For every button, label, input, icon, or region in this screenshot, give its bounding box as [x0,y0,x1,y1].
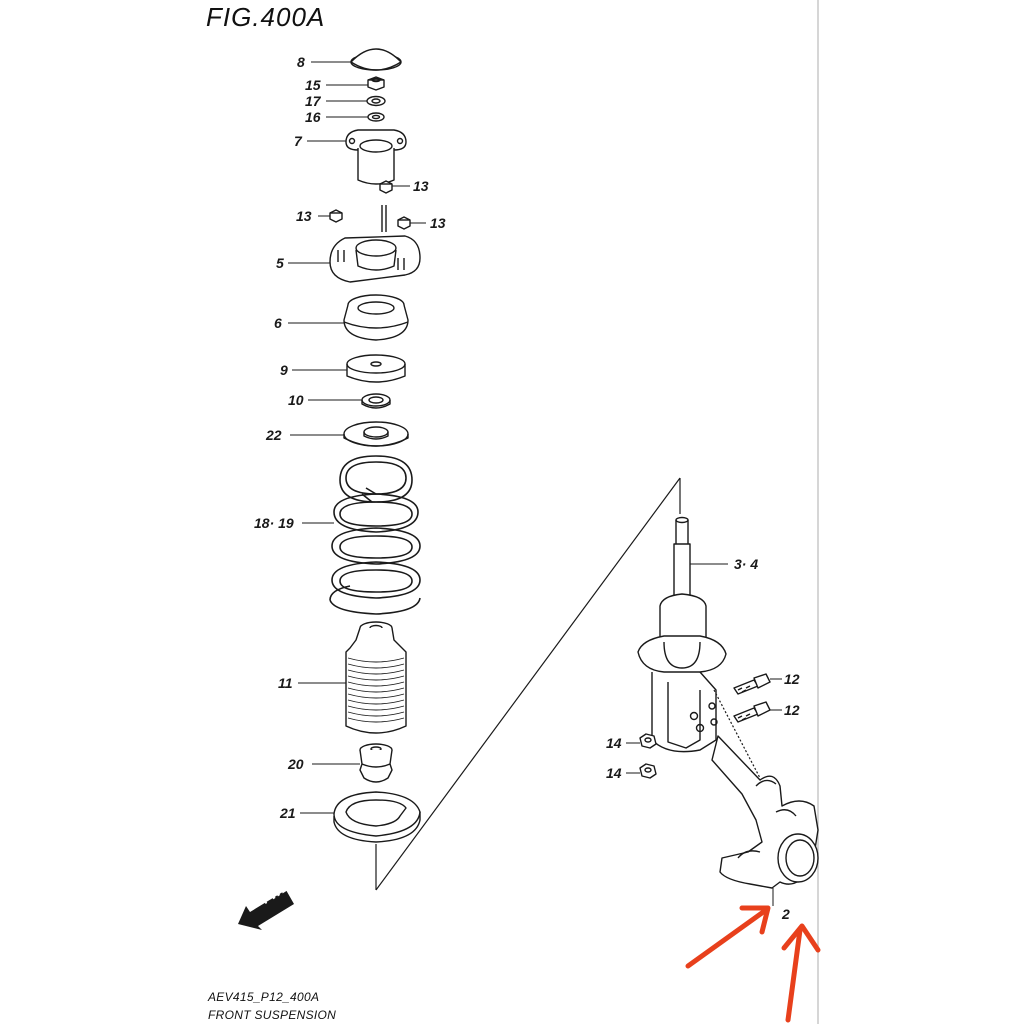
callout-2: 2 [782,906,790,922]
part-5-strut-mount [329,205,421,283]
part-17-washer [366,95,386,107]
part-9-pad [346,354,406,383]
callout-13-right: 13 [430,215,446,231]
callout-14-lower: 14 [606,765,622,781]
callout-20: 20 [288,756,304,772]
callout-7: 7 [294,133,302,149]
part-13-nut-top [379,180,393,194]
part-2-steering-knuckle [711,735,819,889]
callout-5: 5 [276,255,284,271]
part-12-bolt-lower [733,701,771,723]
callout-6: 6 [274,315,282,331]
callout-9: 9 [280,362,288,378]
part-11-dust-boot [345,621,407,734]
part-13-nut-left [329,209,343,223]
red-annotation-arrows [685,905,821,1023]
callout-15: 15 [305,77,321,93]
figure-name: FRONT SUSPENSION [208,1008,337,1022]
figure-title: FIG.400A [206,2,326,32]
leader-lines [288,61,782,906]
part-3-4-strut [637,516,727,753]
callout-12-lower: 12 [784,702,800,718]
callout-3-4: 3· 4 [734,556,759,572]
assembly-guide-lines [375,477,761,891]
callout-17: 17 [305,93,321,109]
callout-22: 22 [266,427,282,443]
part-7-bracket [345,129,407,185]
callout-18-19: 18· 19 [254,515,294,531]
part-15-nut [367,76,385,91]
callout-21: 21 [280,805,296,821]
part-16-washer [367,112,385,122]
part-13-nut-right [397,216,411,230]
part-6-upper-seat [343,294,409,341]
figure-code: AEV415_P12_400A [208,990,320,1004]
part-8-cap [350,48,402,71]
part-14-nut-upper [639,733,657,749]
red-arrow-left [685,907,769,969]
callout-10: 10 [288,392,304,408]
part-18-19-coil-spring [329,455,421,615]
callout-13-left: 13 [296,208,312,224]
part-22-spring-seat [343,421,409,447]
callout-11: 11 [278,675,293,691]
part-14-nut-lower [639,763,657,779]
callout-12-upper: 12 [784,671,800,687]
callout-14-upper: 14 [606,735,622,751]
forward-arrow-icon [238,890,294,930]
part-21-lower-seat [333,791,421,843]
red-arrow-left-head-icon [739,905,771,935]
part-12-bolt-upper [733,673,771,695]
red-arrow-right [785,927,803,1023]
part-20-bump-stop [359,743,393,783]
callout-13-top: 13 [413,178,429,194]
callout-8: 8 [297,54,305,70]
red-arrow-right-head-icon [781,923,821,953]
part-10-bearing [361,393,391,409]
callout-16: 16 [305,109,321,125]
